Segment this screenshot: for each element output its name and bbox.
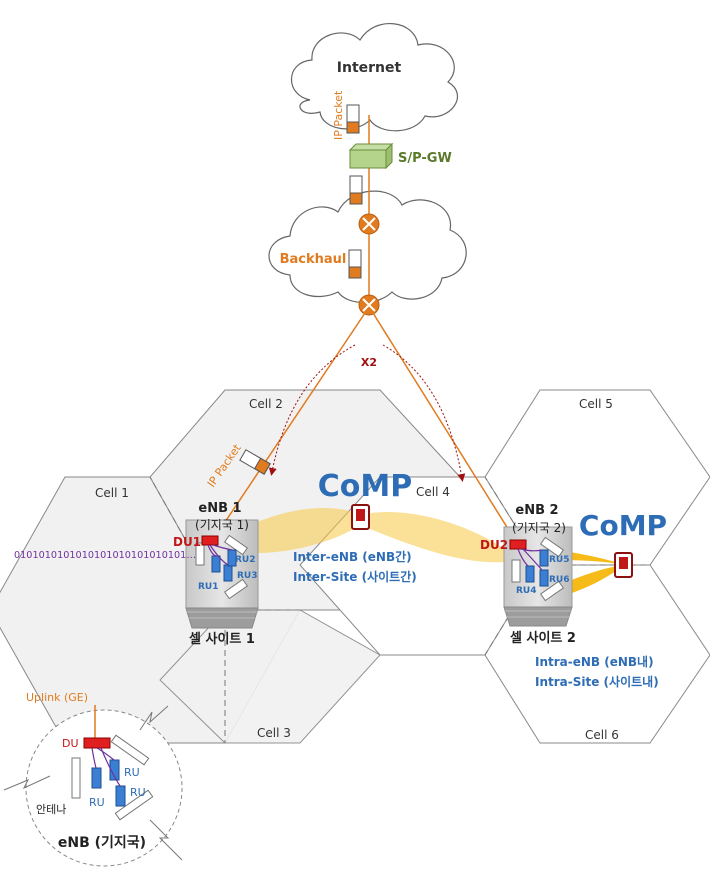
legend-antenna-label: 안테나 [36, 803, 66, 816]
uplink-label: Uplink (GE) [26, 691, 88, 704]
du-icon [83, 737, 111, 749]
legend-du-label: DU [62, 737, 79, 750]
ru5-label: RU5 [549, 555, 570, 565]
du-ru-link [517, 548, 543, 571]
x2-label: X2 [361, 356, 377, 369]
cloud-icon [268, 190, 467, 303]
comp-label-center: CoMP [318, 469, 412, 504]
ru-icon [525, 549, 549, 587]
phone-icon [351, 504, 370, 530]
packet-icon [346, 104, 360, 134]
antenna-icon [114, 789, 154, 821]
internet-label: Internet [337, 60, 402, 76]
legend-ru-label: RU [124, 766, 140, 779]
du2-label: DU2 [480, 538, 508, 552]
comp-label-right: CoMP [579, 509, 667, 542]
ru-icon [109, 759, 120, 781]
cell-divider [484, 476, 541, 566]
inter-enb-label: Inter-eNB (eNB간) [293, 549, 412, 564]
router-icon [358, 213, 380, 235]
ru1-label: RU1 [198, 582, 219, 592]
phone-icon [614, 552, 633, 578]
spgw-label: S/P-GW [398, 151, 452, 166]
enb2-sub: (기지국 2) [512, 521, 566, 535]
ru-icon [115, 785, 126, 807]
ru3-label: RU3 [237, 571, 258, 581]
packet-icon [239, 449, 271, 475]
bitstream: 0101010101010101010101010101… [14, 550, 196, 561]
legend-ru-label: RU [130, 786, 146, 799]
intra-site-label: Intra-Site (사이트내) [535, 674, 659, 689]
enb2-name: eNB 2 [515, 503, 558, 518]
signal-icon [3, 775, 51, 791]
du1-label: DU1 [173, 535, 201, 549]
backhaul-link-enb1 [212, 312, 366, 541]
du-icon [509, 539, 527, 550]
antenna-icon [511, 536, 565, 602]
intra-enb-label: Intra-eNB (eNB내) [535, 654, 654, 669]
antenna-icon [71, 757, 81, 799]
ru-icon [91, 767, 102, 789]
du-ru-link [207, 544, 233, 566]
ru4-label: RU4 [516, 586, 537, 596]
cell-6-label: Cell 6 [585, 728, 619, 742]
legend-circle [25, 709, 183, 867]
cellsite1-label: 셀 사이트 1 [189, 631, 255, 647]
enb1-sub: (기지국 1) [195, 518, 249, 532]
antenna-icon [110, 734, 150, 766]
cell-5-label: Cell 5 [579, 397, 613, 411]
cell-1-label: Cell 1 [95, 486, 129, 500]
legend-enb-label: eNB (기지국) [58, 835, 146, 851]
legend-ru-label: RU [89, 796, 105, 809]
du-icon [201, 535, 219, 546]
x2-arrow [268, 344, 356, 476]
ru6-label: RU6 [549, 575, 570, 585]
inter-site-label: Inter-Site (사이트간) [293, 569, 417, 584]
cell-3-label: Cell 3 [257, 726, 291, 740]
packet-icon [348, 249, 362, 279]
comp-beam-inter [220, 507, 520, 563]
packet-icon [349, 175, 363, 205]
antenna-icon [195, 534, 249, 600]
cell-grid [0, 389, 710, 744]
x2-arrow [382, 344, 466, 482]
ip-packet-label: IP Packet [332, 90, 345, 140]
cell-4-label: Cell 4 [416, 485, 450, 499]
du-ru-link [91, 747, 121, 787]
backhaul-link-enb2 [372, 312, 516, 541]
router-icon [358, 294, 380, 316]
enb-legend: Uplink (GE) DU RU RU RU 안테나 eNB (기지국) [3, 691, 183, 867]
ru2-label: RU2 [235, 555, 256, 565]
signal-icon [139, 705, 169, 731]
enb1-name: eNB 1 [198, 501, 241, 516]
cloud-icon [290, 23, 459, 132]
cellsite2-label: 셀 사이트 2 [510, 630, 576, 646]
backhaul-label: Backhaul [280, 252, 347, 267]
signal-icon [149, 819, 183, 861]
gateway-icon [348, 142, 394, 170]
cell-2-label: Cell 2 [249, 397, 283, 411]
